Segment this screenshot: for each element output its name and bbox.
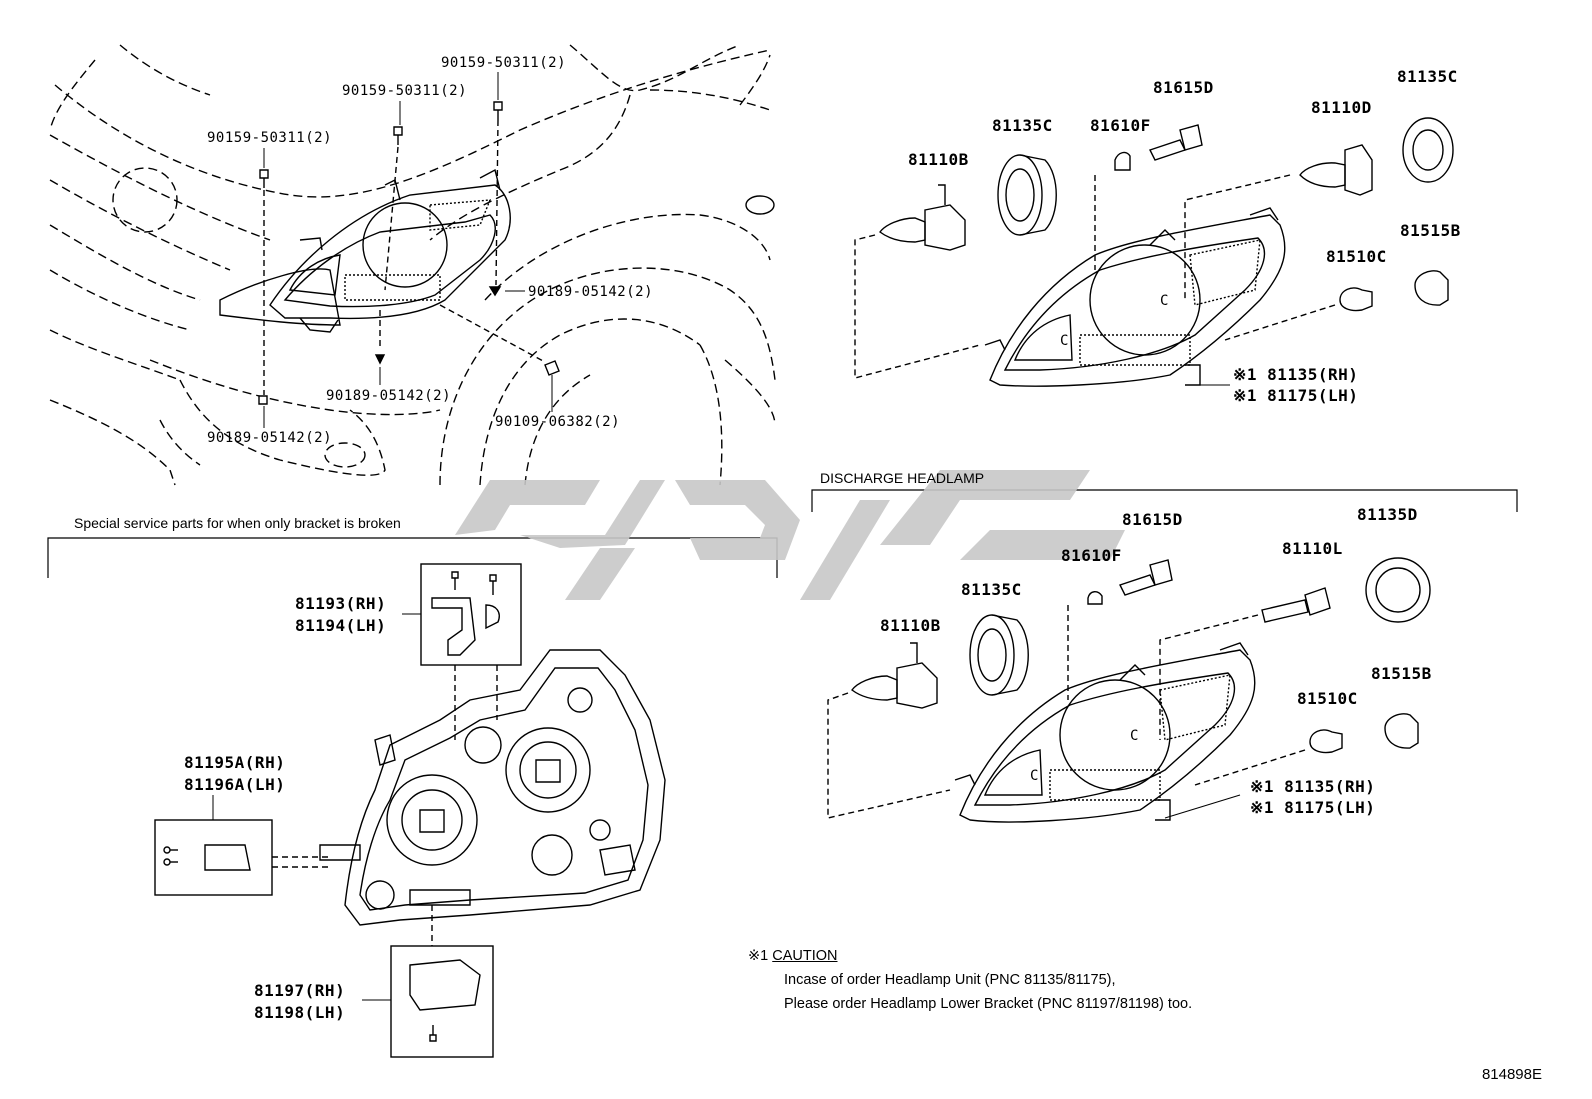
label-lower-bracket-lh: 81198(LH) xyxy=(254,1003,346,1022)
label-discharge-unit-lh: ※1 81175(LH) xyxy=(1250,798,1376,817)
label-screw-90189-a: 90189-05142(2) xyxy=(528,284,654,300)
bracket-section-line xyxy=(47,537,778,578)
label-screw-90189-b: 90189-05142(2) xyxy=(326,388,452,404)
label-discharge-81110l: 81110L xyxy=(1282,539,1343,558)
caution-line-2: Please order Headlamp Lower Bracket (PNC… xyxy=(784,996,1193,1012)
headlamp-rear-view xyxy=(319,649,666,926)
label-discharge-81135d: 81135D xyxy=(1357,505,1418,524)
svg-text:C: C xyxy=(1130,728,1138,744)
upper-bracket-box xyxy=(420,563,522,666)
watermark-logo xyxy=(455,470,1125,600)
label-halogen-unit-lh: ※1 81175(LH) xyxy=(1233,386,1359,405)
lower-bracket-box xyxy=(390,945,494,1058)
label-upper-bracket-lh: 81194(LH) xyxy=(295,616,387,635)
side-bracket-box xyxy=(154,819,273,896)
label-discharge-81615d: 81615D xyxy=(1122,510,1183,529)
label-upper-bracket-rh: 81193(RH) xyxy=(295,594,387,613)
leader-lines-top xyxy=(263,119,546,395)
bracket-section-title: Special service parts for when only brac… xyxy=(74,515,401,531)
caution-note: ※1 CAUTION xyxy=(748,944,838,968)
discharge-section-title: DISCHARGE HEADLAMP xyxy=(820,470,985,486)
label-bolt-90159-a: 90159-50311(2) xyxy=(207,130,333,146)
label-halogen-unit-rh: ※1 81135(RH) xyxy=(1233,365,1359,384)
discharge-bulbs xyxy=(851,557,1431,754)
discharge-leaders xyxy=(827,605,1306,819)
reference-code: 814898E xyxy=(1481,1066,1542,1083)
caution-line-1: Incase of order Headlamp Unit (PNC 81135… xyxy=(784,972,1116,988)
label-discharge-81110b: 81110B xyxy=(880,616,941,635)
bracket-label-leaders xyxy=(212,613,421,1001)
label-bolt-90159-c: 90159-50311(2) xyxy=(441,55,567,71)
label-bolt-90109: 90109-06382(2) xyxy=(495,414,621,430)
label-lower-bracket-rh: 81197(RH) xyxy=(254,981,346,1000)
label-halogen-81110b: 81110B xyxy=(908,150,969,169)
halogen-leaders xyxy=(854,174,1336,379)
label-discharge-81610f: 81610F xyxy=(1061,546,1122,565)
label-halogen-81615d: 81615D xyxy=(1153,78,1214,97)
svg-text:C: C xyxy=(1160,293,1168,309)
label-side-bracket-rh: 81195A(RH) xyxy=(184,753,286,772)
label-discharge-81510c: 81510C xyxy=(1297,689,1358,708)
label-halogen-81135c-right: 81135C xyxy=(1397,67,1458,86)
discharge-bracket-line xyxy=(811,489,1518,512)
label-halogen-81515b: 81515B xyxy=(1400,221,1461,240)
label-leaders-top xyxy=(263,72,553,428)
label-halogen-81510c: 81510C xyxy=(1326,247,1387,266)
label-discharge-unit-rh: ※1 81135(RH) xyxy=(1250,777,1376,796)
headlamp-installed xyxy=(269,168,511,333)
svg-text:C: C xyxy=(1030,768,1038,784)
halogen-bulbs xyxy=(879,117,1454,312)
discharge-headlamp-unit: C C xyxy=(954,642,1256,823)
caution-mark: ※1 xyxy=(748,948,769,964)
caution-title: CAUTION xyxy=(772,948,838,964)
label-bolt-90159-b: 90159-50311(2) xyxy=(342,83,468,99)
label-halogen-81110d: 81110D xyxy=(1311,98,1372,117)
label-screw-90189-c: 90189-05142(2) xyxy=(207,430,333,446)
bolt-icons-top xyxy=(258,101,560,405)
label-discharge-81515b: 81515B xyxy=(1371,664,1432,683)
svg-text:C: C xyxy=(1060,333,1068,349)
bracket-leaders xyxy=(272,665,498,946)
car-body-outline xyxy=(49,44,776,486)
label-discharge-81135c: 81135C xyxy=(961,580,1022,599)
label-side-bracket-lh: 81196A(LH) xyxy=(184,775,286,794)
label-halogen-81135c-left: 81135C xyxy=(992,116,1053,135)
label-halogen-81610f: 81610F xyxy=(1090,116,1151,135)
halogen-headlamp-unit: C C xyxy=(984,207,1286,387)
discharge-unit-leader xyxy=(1164,794,1241,819)
